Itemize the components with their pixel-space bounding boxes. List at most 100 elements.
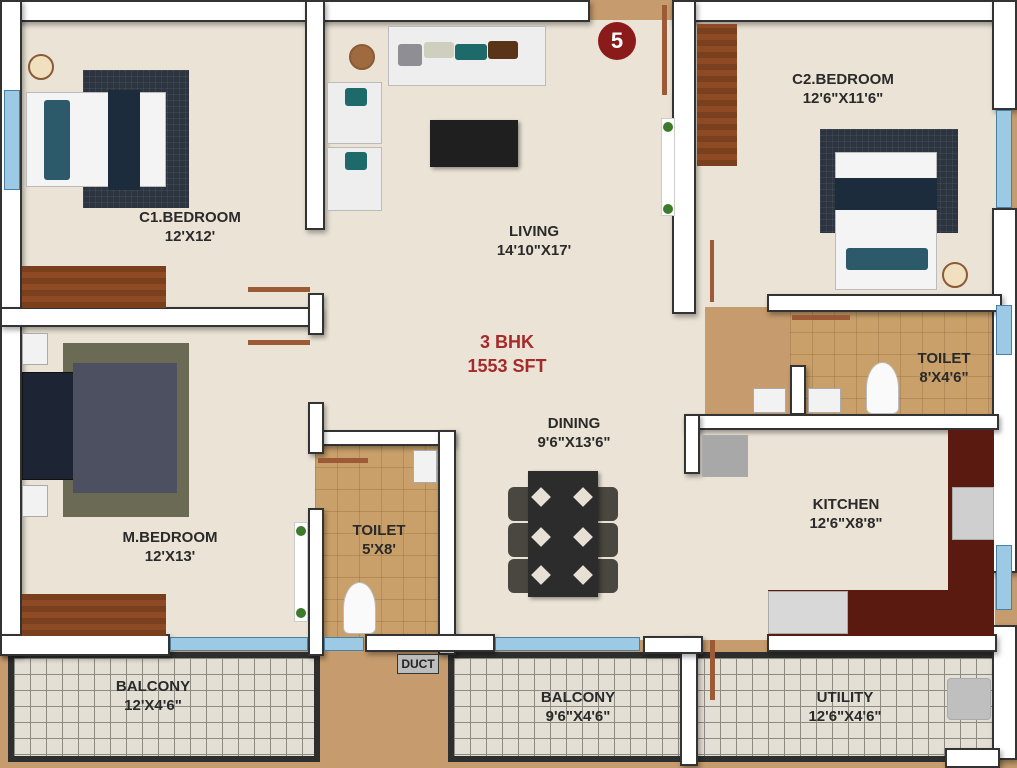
room-size: 12'6"X11'6" [802, 90, 884, 107]
plant-living-1 [663, 122, 673, 132]
wardrobe-c2 [697, 24, 737, 166]
room-name: C1.BEDROOM [139, 209, 241, 226]
plant-living-2 [663, 204, 673, 214]
wall-toilet-common-right [438, 430, 456, 655]
window-toilet-attached[interactable] [996, 305, 1012, 355]
door-main[interactable] [662, 5, 667, 95]
room-size: 8'X4'6" [919, 369, 969, 386]
label-plan-summary: 3 BHK 1553 SFT [467, 330, 546, 378]
basin-common-toilet [413, 450, 437, 483]
side-table [349, 44, 375, 70]
wall-c1-right [305, 0, 325, 230]
room-size: 12'X4'6" [124, 697, 182, 714]
room-name: DINING [547, 415, 601, 432]
wall-utility-corner [945, 748, 1000, 768]
room-name: UTILITY [816, 689, 874, 706]
lamp-c2 [942, 262, 968, 288]
window-c1[interactable] [4, 90, 20, 190]
door-toilet-attached[interactable] [792, 315, 850, 320]
wall-toilet-common-left-lower [308, 508, 324, 656]
basin-attached-toilet [808, 388, 841, 413]
cushion-teal [455, 44, 487, 60]
room-name: TOILET [917, 350, 971, 367]
label-toilet-attached: TOILET 8'X4'6" [917, 349, 970, 387]
plant-mbed-1 [296, 526, 306, 536]
wall-duct [365, 634, 495, 652]
wall-c1-stub [308, 293, 324, 335]
wall-top-left [0, 0, 590, 22]
balcony-1-floor [8, 652, 320, 762]
wc-common-toilet [343, 582, 376, 634]
tv-unit-living [661, 118, 675, 216]
window-toilet-common[interactable] [324, 637, 364, 651]
wall-top-right [672, 0, 1017, 22]
wall-toilet-divider [790, 365, 806, 415]
wall-toilet-common-top [310, 430, 455, 446]
room-name: KITCHEN [812, 496, 880, 513]
room-size: 12'X12' [164, 228, 216, 245]
window-mbed-balcony[interactable] [170, 637, 308, 651]
plant-mbed-2 [296, 608, 306, 618]
room-size: 9'6"X13'6" [537, 434, 611, 451]
pillow-c1 [44, 100, 70, 180]
nightstand-mbed-1 [22, 333, 48, 365]
plan-area: 1553 SFT [467, 356, 547, 376]
blanket-c1 [108, 90, 140, 190]
wall-right-mid [992, 208, 1017, 573]
room-name: BALCONY [540, 689, 616, 706]
wall-kitchen-stub [684, 414, 700, 474]
window-c2[interactable] [996, 110, 1012, 208]
label-kitchen: KITCHEN 12'6"X8'8" [809, 495, 882, 533]
washing-machine [947, 678, 991, 720]
room-name: M.BEDROOM [122, 529, 218, 546]
room-size: 12'6"X8'8" [809, 515, 883, 532]
plan-type: 3 BHK [479, 332, 535, 352]
basin-outside-toilet [753, 388, 786, 413]
door-toilet-common[interactable] [318, 458, 368, 463]
wall-right-upper [992, 0, 1017, 110]
label-toilet-common: TOILET 5'X8' [352, 521, 405, 559]
door-utility[interactable] [710, 640, 715, 700]
armchair-2-cushion [345, 152, 367, 170]
window-kitchen[interactable] [996, 545, 1012, 610]
blanket-c2 [835, 178, 937, 210]
room-name: C2.BEDROOM [792, 71, 894, 88]
label-balcony-1: BALCONY 12'X4'6" [116, 677, 190, 715]
kitchen-sink [768, 591, 848, 634]
wc-attached-toilet [866, 362, 899, 414]
bed-mbed [22, 372, 74, 480]
cushion-pattern [424, 42, 454, 58]
lamp-c1 [28, 54, 54, 80]
wall-c1-bottom [0, 307, 322, 327]
coffee-table [430, 120, 518, 167]
wall-kitchen-bottom [767, 634, 997, 652]
wall-balcony-divider [680, 636, 698, 766]
cushion-brown [488, 41, 518, 59]
nightstand-mbed-2 [22, 485, 48, 517]
fridge [702, 435, 748, 477]
wall-toilet-common-left-upper [308, 402, 324, 454]
label-c1-bedroom: C1.BEDROOM 12'X12' [139, 208, 241, 246]
label-c2-bedroom: C2.BEDROOM 12'6"X11'6" [792, 70, 894, 108]
door-c2[interactable] [710, 240, 714, 302]
door-mbed[interactable] [248, 340, 310, 345]
room-size: 14'10"X17' [496, 242, 572, 259]
room-size: 12'X13' [144, 548, 196, 565]
gas-stove [952, 487, 994, 540]
wall-mbed-bottom [0, 634, 170, 656]
room-size: 9'6"X4'6" [545, 708, 611, 725]
wall-c2-left [672, 0, 696, 314]
label-m-bedroom: M.BEDROOM 12'X13' [123, 528, 218, 566]
label-living: LIVING 14'10"X17' [497, 222, 571, 260]
room-size: 12'6"X4'6" [808, 708, 882, 725]
label-utility: UTILITY 12'6"X4'6" [808, 688, 881, 726]
door-c1[interactable] [248, 287, 310, 292]
duct: DUCT [397, 654, 439, 674]
room-name: BALCONY [115, 678, 191, 695]
label-dining: DINING 9'6"X13'6" [537, 414, 610, 452]
wardrobe-mbed [22, 594, 166, 636]
utility-floor [688, 652, 998, 762]
tv-unit-mbed [294, 522, 308, 622]
window-dining-balcony[interactable] [495, 637, 640, 651]
